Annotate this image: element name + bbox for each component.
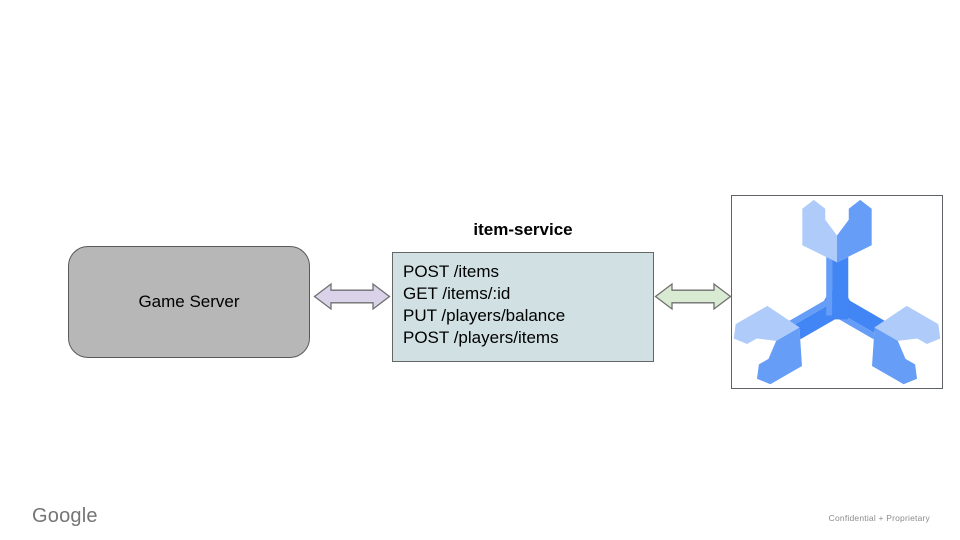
service-title: item-service [473, 220, 573, 239]
spanner-panel [731, 195, 943, 389]
google-wordmark: Google [32, 505, 98, 527]
endpoint-line: POST /players/items [403, 328, 559, 347]
cloud-spanner-icon [733, 199, 941, 385]
bidirectional-arrow-left-icon [313, 282, 391, 311]
endpoint-line: GET /items/:id [403, 284, 511, 303]
game-server-box: Game Server [68, 246, 310, 358]
endpoint-line: POST /items [403, 262, 500, 281]
confidentiality-note: Confidential + Proprietary [828, 513, 930, 523]
endpoint-line: PUT /players/balance [403, 306, 566, 325]
bidirectional-arrow-right-icon [654, 282, 732, 311]
game-server-label: Game Server [138, 292, 240, 311]
service-box: POST /items GET /items/:id PUT /players/… [392, 252, 654, 362]
